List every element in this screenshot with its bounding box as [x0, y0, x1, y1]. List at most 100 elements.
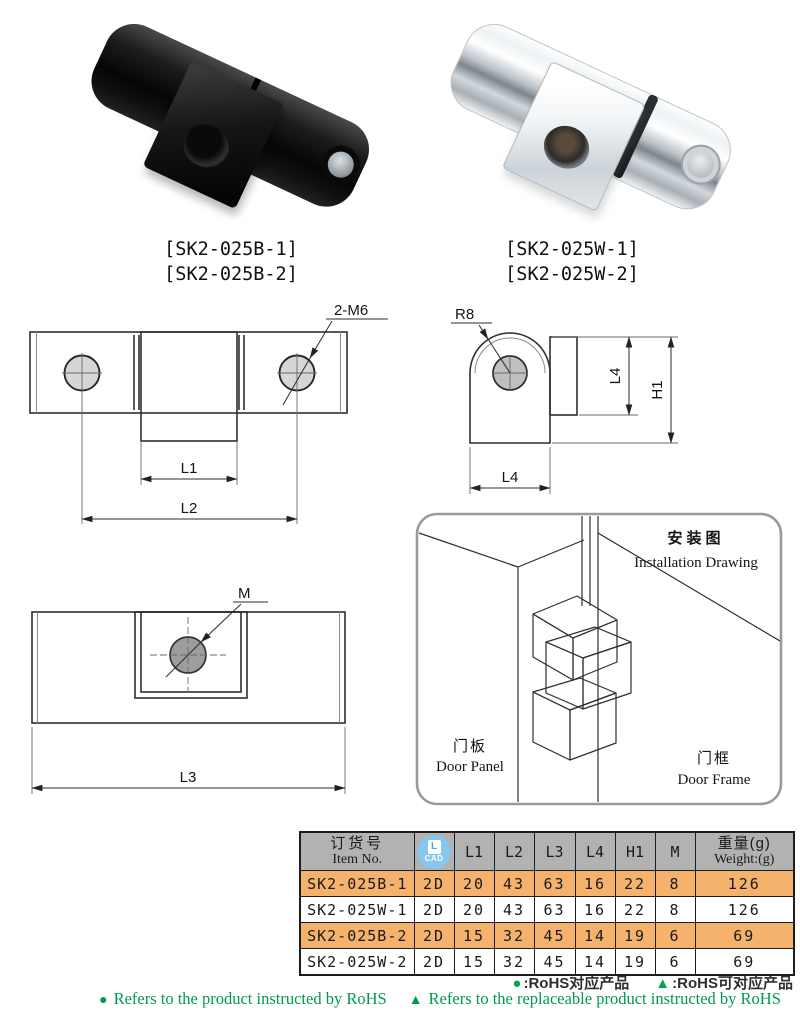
col-l1: L1 [453, 831, 495, 871]
col-m: M [654, 831, 696, 871]
thread-label-m: M [238, 585, 251, 602]
installation-border [415, 512, 783, 806]
rohs-legend-cn: ●:RoHS对应产品 ▲:RoHS可对应产品 [420, 972, 793, 993]
cell-l3: 63 [533, 870, 576, 897]
cell-h1: 19 [614, 922, 656, 949]
cell-l2: 32 [493, 948, 535, 976]
col-l2: L2 [493, 831, 535, 871]
cell-l3: 63 [533, 896, 576, 923]
bottom-view-drawing: M L3 [31, 585, 346, 794]
cell-l3: 45 [533, 922, 576, 949]
black-hinge-screw-hole [176, 117, 236, 175]
cell-h1: 19 [614, 948, 656, 976]
dim-label-l3: L3 [180, 769, 197, 786]
cad-label: CAD [424, 854, 444, 863]
dim-label-l4-bottom: L4 [502, 469, 519, 486]
table-row: SK2-025B-1 2D 20 43 63 16 22 8 126 [299, 870, 795, 897]
cell-m: 8 [654, 870, 696, 897]
cell-cad-2d[interactable]: 2D [413, 922, 455, 949]
cell-cad-2d[interactable]: 2D [413, 896, 455, 923]
mount-hole-right [277, 353, 317, 393]
side-view-dimensions: R8 L4 H1 L4 [451, 306, 678, 494]
table-header-row: 订货号 Item No. L CAD L1 L2 L3 L4 H1 M 重量(g… [299, 831, 795, 871]
door-panel-label-cn: 门板 [453, 737, 487, 755]
installation-title-cn: 安装图 [667, 529, 724, 547]
rohs-en-text: Refers to the product instructed by RoHS [113, 989, 387, 1008]
cell-l4: 16 [574, 896, 616, 923]
dim-label-l2: L2 [181, 500, 198, 517]
col-l3: L3 [533, 831, 576, 871]
cell-item: SK2-025B-2 [299, 922, 415, 949]
cell-weight: 126 [694, 896, 795, 923]
item-no-cn: 订货号 [330, 835, 385, 852]
green-triangle-icon: ▲ [408, 991, 423, 1007]
cell-m: 8 [654, 896, 696, 923]
cell-l2: 43 [493, 870, 535, 897]
installation-title-en: Installation Drawing [634, 555, 758, 571]
hinge-isometric [532, 595, 632, 761]
rohs-item: ● Refers to the product instructed by RoH… [99, 989, 387, 1009]
rohs-item: ▲ Refers to the replaceable product instr… [409, 989, 781, 1009]
dim-label-l1: L1 [181, 460, 198, 477]
cell-l1: 15 [453, 948, 495, 976]
cell-l3: 45 [533, 948, 576, 976]
item-code: [SK2-025B-2] [164, 264, 298, 285]
dim-label-h1: H1 [649, 380, 666, 399]
cell-h1: 22 [614, 870, 656, 897]
green-circle-icon: ● [512, 975, 522, 992]
item-code: [SK2-025B-1] [164, 239, 298, 260]
rohs-cn-text: :RoHS可对应产品 [672, 975, 793, 992]
cell-m: 6 [654, 922, 696, 949]
cell-weight: 126 [694, 870, 795, 897]
cell-weight: 69 [694, 922, 795, 949]
weight-en: Weight:(g) [714, 852, 775, 867]
weight-cn: 重量(g) [717, 835, 771, 852]
col-weight: 重量(g) Weight:(g) [694, 831, 795, 871]
front-view-dimensions: L1 L2 2-M6 [81, 302, 388, 524]
bottom-view-dimensions: M L3 [31, 585, 346, 794]
rohs-item: ●:RoHS对应产品 [512, 972, 629, 993]
front-view-part [29, 331, 348, 442]
cad-document-glyph: L [427, 840, 441, 854]
item-no-en: Item No. [332, 852, 383, 867]
cad-2d-icon[interactable]: L CAD [417, 834, 451, 869]
cell-l1: 20 [453, 870, 495, 897]
cell-l4: 14 [574, 922, 616, 949]
cell-l2: 32 [493, 922, 535, 949]
col-item-no: 订货号 Item No. [299, 831, 415, 871]
bottom-view-part [31, 611, 346, 724]
door-frame-label-cn: 门框 [697, 750, 731, 767]
item-codes-black: [SK2-025B-1] [SK2-025B-2] [96, 237, 366, 287]
rohs-cn-text: :RoHS对应产品 [523, 975, 630, 992]
product-photo-black-hinge [60, 6, 400, 234]
product-photo-chrome-hinge [420, 6, 760, 234]
cell-l4: 16 [574, 870, 616, 897]
item-codes-chrome: [SK2-025W-1] [SK2-025W-2] [437, 237, 707, 287]
cell-l4: 14 [574, 948, 616, 976]
rohs-en-text: Refers to the replaceable product instru… [428, 989, 781, 1008]
cell-cad-2d[interactable]: 2D [413, 870, 455, 897]
radius-label-r8: R8 [455, 306, 474, 323]
item-code: [SK2-025W-1] [505, 239, 639, 260]
table-row: SK2-025W-1 2D 20 43 63 16 22 8 126 [299, 896, 795, 923]
col-l4: L4 [574, 831, 616, 871]
green-circle-icon: ● [99, 991, 108, 1007]
mount-hole-left [62, 353, 102, 393]
cell-cad-2d[interactable]: 2D [413, 948, 455, 976]
cell-l1: 15 [453, 922, 495, 949]
col-h1: H1 [614, 831, 656, 871]
green-triangle-icon: ▲ [655, 975, 671, 992]
black-hinge-body [67, 0, 390, 247]
cell-item: SK2-025B-1 [299, 870, 415, 897]
table-row: SK2-025W-2 2D 15 32 45 14 19 6 69 [299, 948, 795, 976]
front-view-drawing: L1 L2 2-M6 [29, 302, 388, 524]
installation-drawing: 安装图 Installation Drawing 门板 Door Panel 门… [415, 512, 783, 806]
rohs-legend-en: ● Refers to the product instructed by RoH… [80, 989, 800, 1009]
col-cad: L CAD [413, 831, 455, 871]
door-frame-label-en: Door Frame [678, 772, 751, 788]
table-row: SK2-025B-2 2D 15 32 45 14 19 6 69 [299, 922, 795, 949]
cell-l1: 20 [453, 896, 495, 923]
thread-label-2m6: 2-M6 [334, 302, 368, 319]
cell-item: SK2-025W-2 [299, 948, 415, 976]
